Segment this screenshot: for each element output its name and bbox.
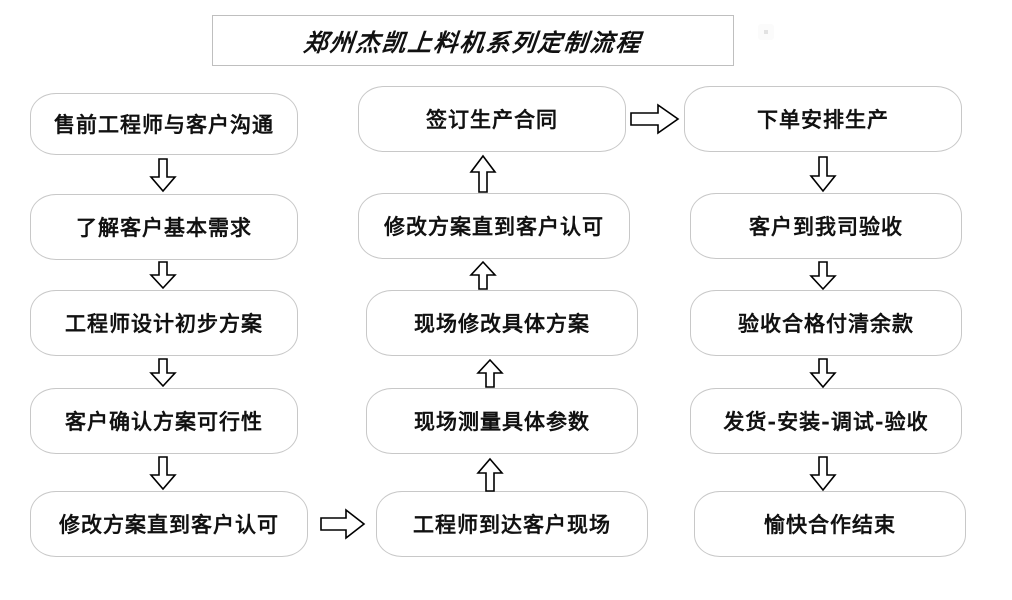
node-m5-label: 工程师到达客户现场 xyxy=(413,511,611,537)
node-l2[interactable]: 了解客户基本需求 xyxy=(30,194,298,260)
node-l5-label: 修改方案直到客户认可 xyxy=(59,511,279,537)
arrow-up-m5-m4 xyxy=(475,457,505,492)
node-r1-label: 下单安排生产 xyxy=(757,106,889,132)
node-l1-label: 售前工程师与客户沟通 xyxy=(54,111,274,137)
node-l1[interactable]: 售前工程师与客户沟通 xyxy=(30,93,298,155)
node-m5[interactable]: 工程师到达客户现场 xyxy=(376,491,648,557)
node-m3-label: 现场修改具体方案 xyxy=(414,310,590,336)
arrow-down-r2-r3 xyxy=(808,261,838,291)
node-r1[interactable]: 下单安排生产 xyxy=(684,86,962,152)
arrow-right-l5-m5 xyxy=(320,508,366,540)
arrow-down-r3-r4 xyxy=(808,358,838,389)
node-l4[interactable]: 客户确认方案可行性 xyxy=(30,388,298,454)
node-r2[interactable]: 客户到我司验收 xyxy=(690,193,962,259)
arrow-down-l4-l5 xyxy=(148,456,178,491)
node-m2[interactable]: 修改方案直到客户认可 xyxy=(358,193,630,259)
node-l3[interactable]: 工程师设计初步方案 xyxy=(30,290,298,356)
arrow-down-r4-r5 xyxy=(808,456,838,492)
node-r2-label: 客户到我司验收 xyxy=(749,213,903,239)
node-m4-label: 现场测量具体参数 xyxy=(414,408,590,434)
node-r4-label: 发货-安装-调试-验收 xyxy=(723,408,929,434)
node-m3[interactable]: 现场修改具体方案 xyxy=(366,290,638,356)
arrow-up-m4-m3 xyxy=(475,358,505,388)
arrow-down-l1-l2 xyxy=(148,158,178,193)
node-l5[interactable]: 修改方案直到客户认可 xyxy=(30,491,308,557)
arrow-up-m2-m1 xyxy=(468,154,498,193)
node-r3[interactable]: 验收合格付清余款 xyxy=(690,290,962,356)
watermark-speck xyxy=(758,24,774,40)
node-m1[interactable]: 签订生产合同 xyxy=(358,86,626,152)
page-title: 郑州杰凯上料机系列定制流程 xyxy=(302,28,644,57)
chart-title-box: 郑州杰凯上料机系列定制流程 xyxy=(212,15,734,66)
arrow-right-m1-r1 xyxy=(630,103,680,135)
arrow-down-r1-r2 xyxy=(808,156,838,193)
node-l2-label: 了解客户基本需求 xyxy=(76,214,252,240)
node-m2-label: 修改方案直到客户认可 xyxy=(384,213,604,239)
arrow-down-l2-l3 xyxy=(148,261,178,290)
node-m1-label: 签订生产合同 xyxy=(426,106,558,132)
node-r3-label: 验收合格付清余款 xyxy=(738,310,914,336)
arrow-down-l3-l4 xyxy=(148,358,178,388)
node-r5-label: 愉快合作结束 xyxy=(764,511,896,537)
node-r5[interactable]: 愉快合作结束 xyxy=(694,491,966,557)
arrow-up-m3-m2 xyxy=(468,260,498,290)
node-l4-label: 客户确认方案可行性 xyxy=(65,408,263,434)
node-l3-label: 工程师设计初步方案 xyxy=(65,310,263,336)
node-r4[interactable]: 发货-安装-调试-验收 xyxy=(690,388,962,454)
node-m4[interactable]: 现场测量具体参数 xyxy=(366,388,638,454)
